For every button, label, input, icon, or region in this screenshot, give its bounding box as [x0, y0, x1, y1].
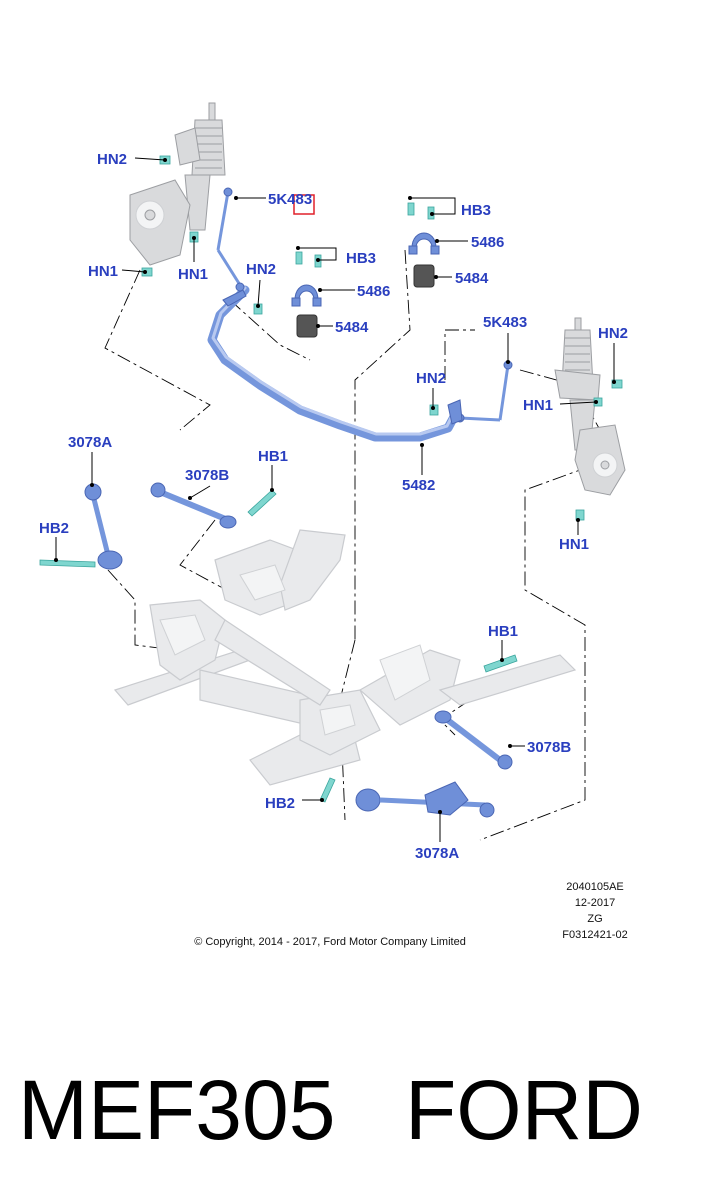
left-strut-assembly [129, 102, 226, 266]
callout-hn1-left-b: HN1 [178, 266, 208, 283]
stabilizer-bar [207, 285, 460, 442]
callout-hb3-left: HB3 [346, 250, 376, 267]
callout-hn2-strut-right: HN2 [598, 325, 628, 342]
callout-hb3-right: HB3 [461, 202, 491, 219]
product-code: MEF305 [18, 1063, 336, 1157]
bar-clamp-left [291, 284, 322, 307]
callout-hb1-left: HB1 [258, 448, 288, 465]
lower-arm-rear-right [434, 710, 513, 770]
leader-dots [54, 158, 616, 814]
callout-5482: 5482 [402, 477, 435, 494]
drawing-initials: ZG [587, 913, 603, 925]
callout-3078b-left: 3078B [185, 467, 229, 484]
bar-clamp-right [408, 232, 440, 255]
callout-3078b-right: 3078B [527, 739, 571, 756]
brand-name: FORD [405, 1063, 643, 1157]
callout-hn1-right-b: HN1 [559, 536, 589, 553]
callout-5k483-right: 5K483 [483, 314, 527, 331]
callout-hn1-right-a: HN1 [523, 397, 553, 414]
right-strut-assembly [554, 317, 626, 496]
stabilizer-link-left [216, 187, 245, 292]
highlight-box [293, 194, 315, 215]
callout-5484-left: 5484 [335, 319, 369, 336]
drawing-info-block: 2040105AE 12-2017 ZG F0312421-02 [540, 879, 650, 943]
callout-hn1-left-a: HN1 [88, 263, 118, 280]
leader-lines [55, 157, 615, 842]
callout-labels: HN2 5K483 HB3 5486 5484 HB3 5486 5484 HN… [39, 151, 628, 862]
callout-hn2-bar-right: HN2 [416, 370, 446, 387]
callout-5484-right: 5484 [455, 270, 489, 287]
drawing-reference: F0312421-02 [562, 929, 628, 941]
callout-3078a-right: 3078A [415, 845, 459, 862]
callout-hb1-right: HB1 [488, 623, 518, 640]
bar-bushing-right [413, 264, 435, 288]
front-subframe [113, 529, 577, 786]
drawing-number: 2040105AE [566, 881, 624, 893]
bar-bracket-right [447, 399, 463, 425]
callout-hn2-bar-left: HN2 [246, 261, 276, 278]
lower-arm-front-left [84, 483, 123, 570]
stabilizer-link-right [455, 360, 513, 423]
callout-hb2-right: HB2 [265, 795, 295, 812]
bar-bracket-left [222, 289, 247, 307]
drawing-date: 12-2017 [574, 897, 616, 909]
callout-hn2-strut-left: HN2 [97, 151, 127, 168]
bar-bushing-left [296, 314, 318, 338]
product-caption: MEF305 FORD [0, 1055, 708, 1165]
lower-arm-front-right [355, 781, 495, 818]
callout-5486-left: 5486 [357, 283, 390, 300]
exploded-parts-diagram: HN2 5K483 HB3 5486 5484 HB3 5486 5484 HN… [39, 102, 628, 862]
callout-5k483-left: 5K483 [268, 191, 312, 208]
lower-arm-rear-left [150, 482, 237, 529]
callout-3078a-left: 3078A [68, 434, 112, 451]
callout-5486-right: 5486 [471, 234, 504, 251]
copyright-notice: © Copyright, 2014 - 2017, Ford Motor Com… [194, 936, 466, 948]
callout-hb2-left: HB2 [39, 520, 69, 537]
